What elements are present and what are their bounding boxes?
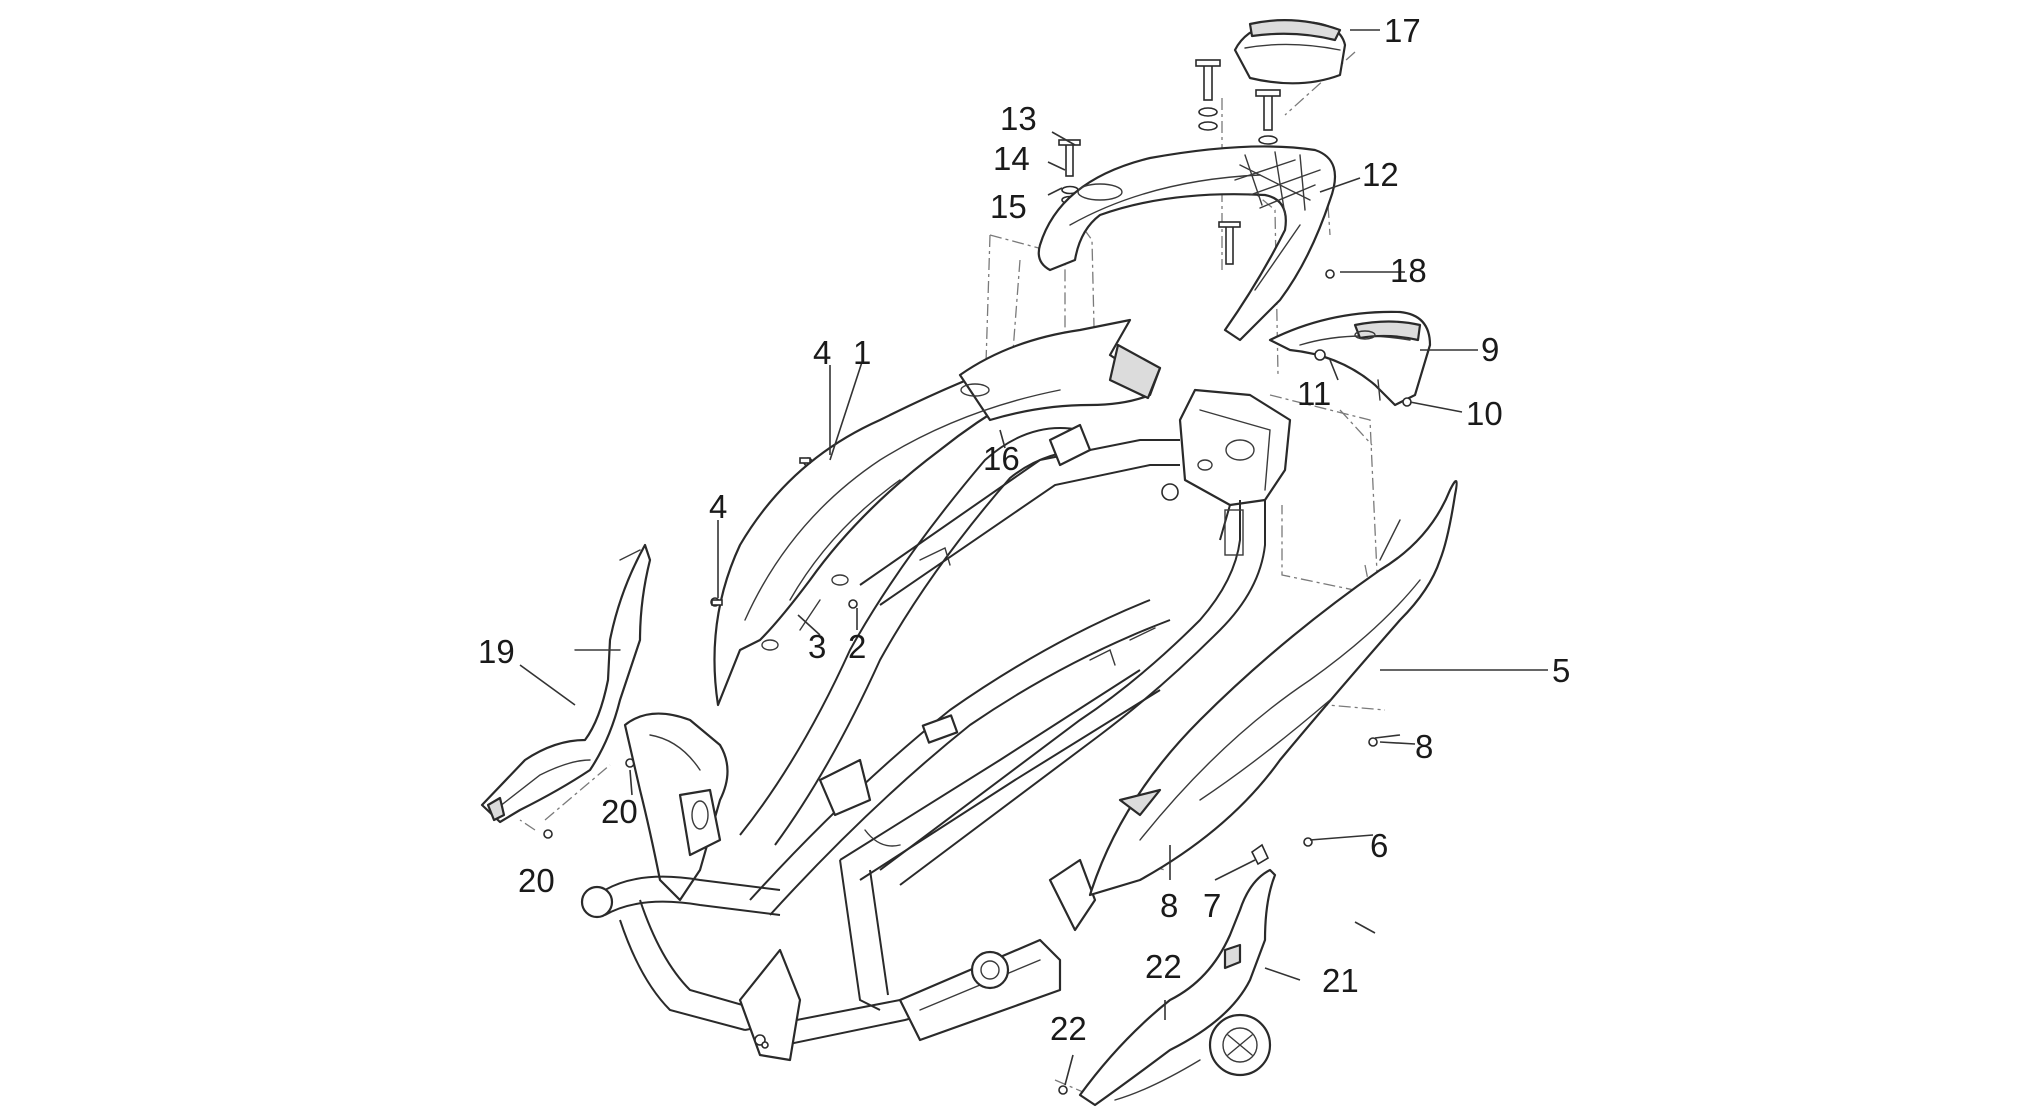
callout-20: 20 — [601, 793, 638, 830]
part-5-side-panel — [1088, 480, 1458, 897]
callout-8: 8 — [1415, 728, 1433, 765]
callout-7: 7 — [1203, 887, 1221, 924]
callout-20b: 20 — [518, 862, 555, 899]
callout-10: 10 — [1466, 395, 1503, 432]
callout-14: 14 — [993, 140, 1030, 177]
callout-1: 1 — [853, 334, 871, 371]
main-frame — [580, 388, 1292, 1062]
callout-6: 6 — [1370, 827, 1388, 864]
part-21-side-cover — [1078, 868, 1277, 1107]
callout-13: 13 — [1000, 100, 1037, 137]
callout-22b: 22 — [1050, 1010, 1087, 1047]
part-4-screws — [711, 457, 811, 606]
part-19-footboard-cover — [480, 543, 652, 824]
callout-labels: 1 2 3 4 4 5 6 7 8 8 9 10 11 12 13 14 15 … — [478, 12, 1570, 1047]
callout-15: 15 — [990, 188, 1027, 225]
callout-5: 5 — [1552, 652, 1570, 689]
part-1-side-panel — [713, 318, 1162, 707]
callout-12: 12 — [1362, 156, 1399, 193]
leader-lines — [519, 29, 1548, 1086]
part-17-seat-pad — [1233, 19, 1347, 85]
callout-9: 9 — [1481, 331, 1499, 368]
callout-22: 22 — [1145, 948, 1182, 985]
callout-4: 4 — [813, 334, 831, 371]
callout-21: 21 — [1322, 962, 1359, 999]
callout-3: 3 — [808, 628, 826, 665]
callout-17: 17 — [1384, 12, 1421, 49]
callout-18: 18 — [1390, 252, 1427, 289]
callout-11: 11 — [1297, 375, 1331, 412]
callout-2: 2 — [848, 628, 866, 665]
part-9-rear-cover — [1268, 310, 1432, 407]
callout-4b: 4 — [709, 488, 727, 525]
part-7-clip — [1250, 843, 1270, 866]
part-12-grab-rail — [1037, 145, 1337, 342]
callout-19: 19 — [478, 633, 515, 670]
callout-16: 16 — [983, 440, 1020, 477]
callout-8b: 8 — [1160, 887, 1178, 924]
